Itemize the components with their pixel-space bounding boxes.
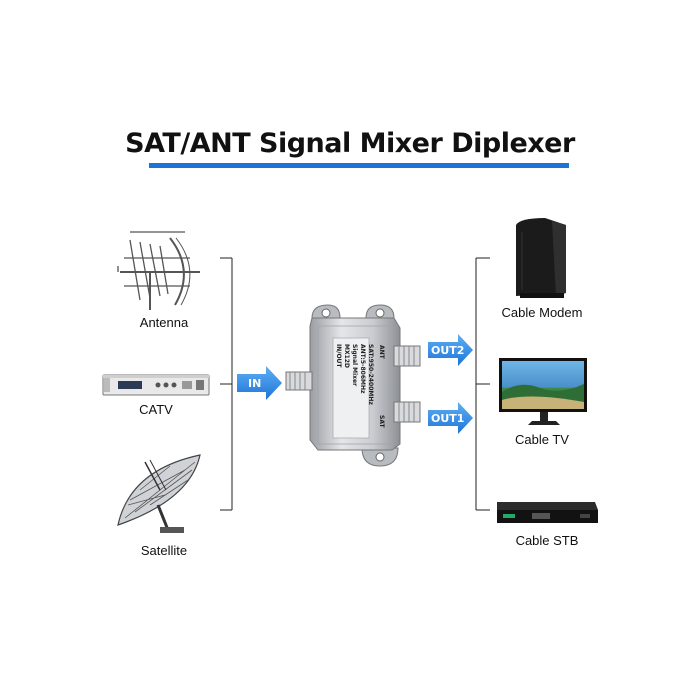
antenna-label: Antenna [139, 315, 189, 330]
out2-arrow-label: OUT2 [431, 344, 464, 357]
device-sat-port-text: SAT [378, 415, 385, 428]
diagram-title: SAT/ANT Signal Mixer Diplexer [125, 128, 575, 159]
device-name-text: Signal Mixer [351, 344, 358, 386]
cable-tv-icon [499, 358, 587, 425]
device-port-top-text: IN/OUT [335, 344, 342, 368]
catv-label: CATV [139, 402, 173, 417]
cable-tv-label: Cable TV [515, 432, 569, 447]
device-ant-port-text: ANT [378, 345, 385, 360]
input-bracket [220, 257, 233, 511]
antenna-icon [117, 231, 200, 310]
out1-arrow: OUT1 [428, 402, 473, 434]
in-arrow-label: IN [248, 377, 261, 390]
satellite-dish-icon [117, 454, 201, 533]
device-model-text: MX12D [343, 344, 350, 368]
output-bracket [475, 257, 490, 511]
diplexer-device: IN/OUT MX12D Signal Mixer ANT:5-806MHz S… [285, 304, 421, 467]
cable-modem-label: Cable Modem [501, 305, 583, 320]
satellite-label: Satellite [140, 543, 188, 558]
out1-arrow-label: OUT1 [431, 412, 464, 425]
device-ant-range-text: ANT:5-806MHz [359, 344, 366, 394]
cable-stb-icon [497, 502, 598, 523]
out2-arrow: OUT2 [428, 334, 473, 366]
cable-stb-label: Cable STB [515, 533, 579, 548]
title-underline [149, 163, 569, 168]
catv-receiver-icon [102, 374, 210, 396]
in-arrow: IN [237, 366, 282, 400]
cable-modem-icon [516, 218, 566, 298]
device-sat-range-text: SAT:950-2400MHz [367, 344, 374, 405]
